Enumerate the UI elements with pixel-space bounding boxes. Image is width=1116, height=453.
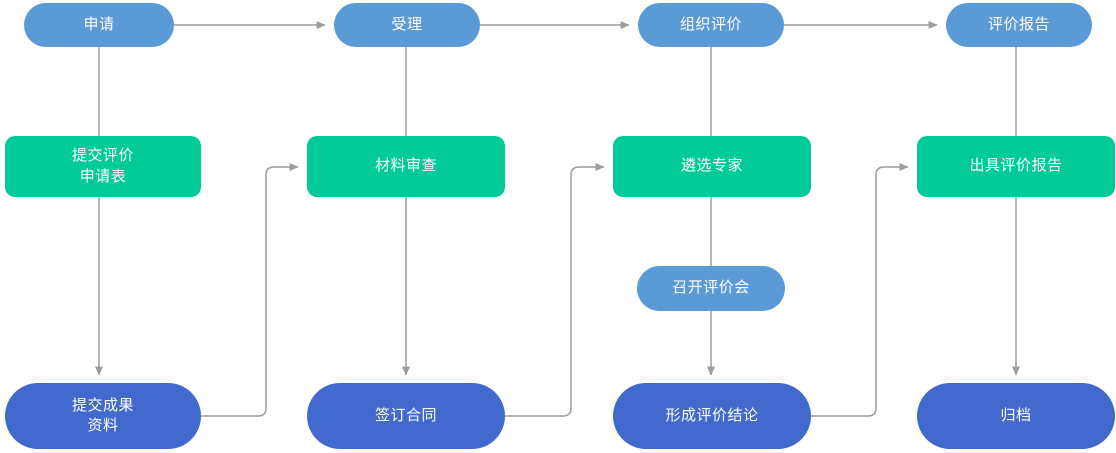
node-evaluation-report-stage[interactable]: 评价报告 (946, 3, 1092, 47)
node-sign-contract[interactable]: 签订合同 (307, 383, 505, 449)
node-apply[interactable]: 申请 (24, 3, 174, 47)
node-accept[interactable]: 受理 (334, 3, 480, 47)
node-organize-evaluation[interactable]: 组织评价 (638, 3, 784, 47)
node-archive[interactable]: 归档 (917, 383, 1115, 449)
edge-sign-select-expert (505, 163, 605, 417)
edge-submit-data-material (201, 163, 299, 417)
node-hold-evaluation-meeting[interactable]: 召开评价会 (637, 266, 785, 311)
edge-conclusion-issue-report (811, 163, 909, 417)
node-select-experts[interactable]: 遴选专家 (613, 136, 811, 197)
node-submit-achievement-data[interactable]: 提交成果 资料 (5, 383, 201, 449)
node-form-evaluation-conclusion[interactable]: 形成评价结论 (613, 383, 811, 449)
node-issue-evaluation-report[interactable]: 出具评价报告 (917, 136, 1115, 197)
node-material-review[interactable]: 材料审查 (307, 136, 505, 197)
node-submit-application-form[interactable]: 提交评价 申请表 (5, 136, 201, 197)
